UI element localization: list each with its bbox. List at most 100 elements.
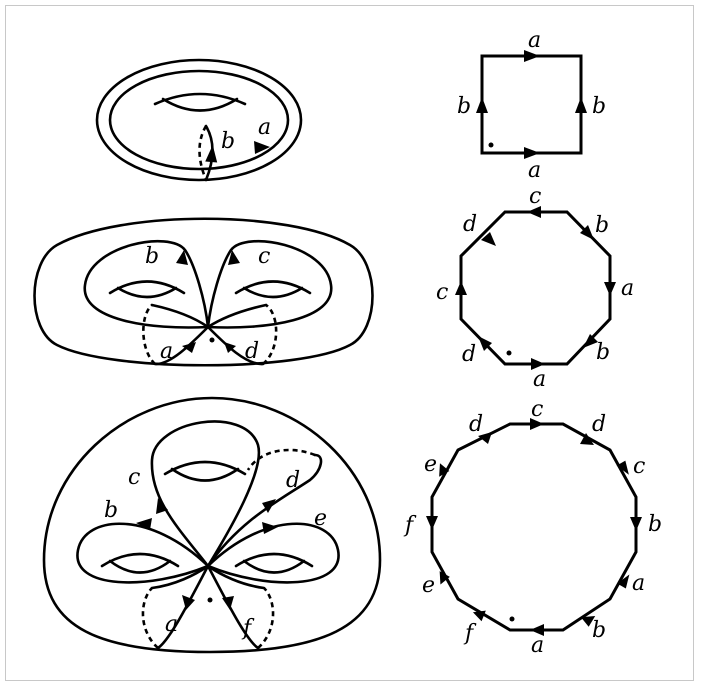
genus2-arrow-a <box>182 342 196 353</box>
genus3-hole-top-bottom <box>170 467 240 482</box>
square-label-left: b <box>457 94 471 119</box>
square-arrow-top <box>524 50 540 62</box>
genus2-label-d: d <box>245 339 259 364</box>
dodecagon-arrow-left <box>426 516 438 530</box>
octagon-arrow-left <box>455 281 467 295</box>
genus3-basepoint <box>207 597 213 603</box>
genus2-basepoint <box>209 337 215 343</box>
dodecagon-arrow-right-upper <box>616 460 629 475</box>
genus3-label-f: f <box>241 616 255 641</box>
dodecagon-label-top: c <box>531 397 543 422</box>
genus3-outline <box>42 396 382 654</box>
octagon-arrow-right <box>604 282 616 296</box>
genus2-outline <box>33 217 374 367</box>
genus2-loop-a-front <box>153 325 210 366</box>
dodecagon-arrow-bottom-right <box>580 616 596 627</box>
genus3-diagram: c b d e a f <box>42 396 382 654</box>
octagon-arrow-bottom-left <box>478 336 492 351</box>
octagon-label-top: c <box>529 184 541 209</box>
dodecagon-arrow-left-lower <box>439 571 450 585</box>
dodecagon-label-left-lower: e <box>422 573 435 598</box>
dodecagon-label-top-right: d <box>592 412 606 437</box>
genus3-label-b: b <box>104 498 118 523</box>
octagon-diagram: c b a b a d c d <box>436 184 634 392</box>
octagon-label-bottom-right: b <box>596 340 610 365</box>
genus3-loop-a-front <box>156 564 210 650</box>
genus3-label-e: e <box>314 506 327 531</box>
genus2-loop-d-back <box>262 303 278 366</box>
dodecagon-diagram: c d c b a b a f e f e d <box>403 397 662 658</box>
octagon-label-bottom-left: d <box>462 342 476 367</box>
dodecagon-label-right-lower: a <box>632 571 645 596</box>
dodecagon-arrow-left-upper <box>439 463 450 477</box>
genus2-loop-a-back <box>142 304 156 365</box>
octagon-label-bottom: a <box>533 367 546 392</box>
dodecagon-arrow-top-left <box>478 432 492 444</box>
genus2-loop-d-front <box>206 325 265 366</box>
genus3-arrow-f <box>222 596 234 610</box>
genus3-loop-a-top <box>150 564 210 590</box>
dodecagon-label-top-left: d <box>469 412 483 437</box>
dodecagon-arrow-top <box>530 418 544 430</box>
genus2-loop-d-top <box>206 303 268 329</box>
genus3-arrow-e <box>262 522 278 534</box>
genus3-label-d: d <box>286 468 300 493</box>
genus2-loop-b <box>83 239 210 329</box>
square-basepoint <box>488 142 494 148</box>
dodecagon-polygon <box>430 422 638 632</box>
genus2-loop-a-top <box>150 303 210 329</box>
genus2-arrow-b <box>176 250 188 265</box>
genus3-loop-f-back <box>257 587 275 649</box>
genus3-loop-a-back <box>141 587 159 649</box>
octagon-basepoint <box>506 350 512 356</box>
dodecagon-arrow-bottom <box>530 624 544 636</box>
octagon-label-top-right: b <box>595 213 609 238</box>
octagon-arrow-top-right <box>580 225 594 240</box>
octagon-arrow-top <box>527 206 541 218</box>
genus2-label-a: a <box>160 339 173 364</box>
genus2-arrow-c <box>228 250 240 265</box>
torus-label-b: b <box>221 129 235 154</box>
square-label-bottom: a <box>528 158 541 183</box>
octagon-arrow-bottom <box>531 358 545 370</box>
genus3-hole-right-bottom <box>242 559 306 574</box>
dodecagon-label-left: f <box>403 513 417 538</box>
torus-outline <box>95 58 303 182</box>
genus3-loop-d-front <box>206 453 323 568</box>
torus-diagram: b a <box>95 58 303 182</box>
genus3-arrow-d <box>262 499 276 513</box>
genus3-loop-e <box>206 522 340 584</box>
torus-loop-a <box>108 69 290 171</box>
genus3-arrow-a <box>182 595 195 610</box>
square-polygon <box>480 54 583 155</box>
octagon-label-left: c <box>436 280 448 305</box>
square-arrow-left <box>476 97 488 113</box>
octagon-polygon <box>459 210 612 366</box>
octagon-label-top-left: d <box>463 212 477 237</box>
dodecagon-arrow-right <box>630 517 642 531</box>
dodecagon-label-right-upper: c <box>633 454 645 479</box>
genus3-arrow-b <box>136 518 152 530</box>
genus3-loop-f-top <box>206 564 266 590</box>
torus-arrow-a <box>254 141 270 154</box>
dodecagon-arrow-bottom-left <box>472 610 486 622</box>
octagon-arrow-top-left <box>481 232 496 246</box>
dodecagon-label-bottom-left: f <box>463 621 477 646</box>
square-label-right: b <box>592 94 606 119</box>
torus-label-a: a <box>258 115 271 140</box>
torus-hole-bottom <box>161 97 239 112</box>
genus2-label-b: b <box>145 244 159 269</box>
dodecagon-label-left-upper: e <box>424 452 437 477</box>
dodecagon-arrow-top-right <box>580 433 594 445</box>
genus3-loop-c <box>150 420 261 568</box>
genus3-label-a: a <box>165 612 178 637</box>
torus-arrow-b <box>205 145 218 163</box>
genus3-arrow-c <box>156 498 168 514</box>
genus2-hole-left-bottom <box>116 286 178 299</box>
genus3-hole-left-bottom <box>108 559 172 574</box>
octagon-label-right: a <box>621 276 634 301</box>
square-label-top: a <box>528 28 541 53</box>
dodecagon-basepoint <box>509 616 515 622</box>
